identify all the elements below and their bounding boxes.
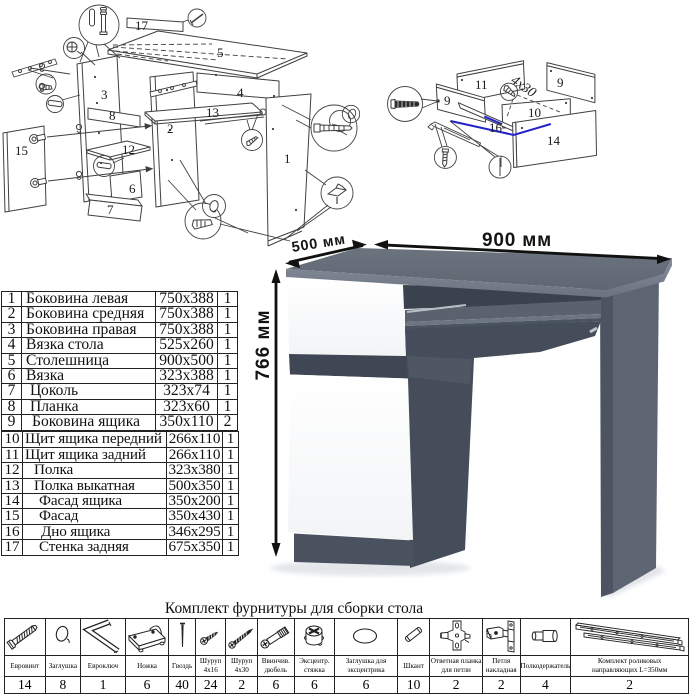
svg-text:2: 2 — [167, 121, 174, 136]
svg-text:9: 9 — [444, 93, 451, 108]
svg-text:1: 1 — [284, 151, 291, 166]
svg-text:3: 3 — [101, 87, 108, 102]
svg-text:900 мм: 900 мм — [482, 230, 552, 251]
svg-text:14: 14 — [547, 133, 561, 148]
svg-text:12: 12 — [122, 142, 135, 157]
svg-text:11: 11 — [475, 77, 488, 92]
svg-text:5: 5 — [217, 45, 224, 60]
svg-text:7: 7 — [107, 202, 114, 217]
svg-text:4x30: 4x30 — [508, 73, 539, 101]
svg-text:9: 9 — [557, 75, 564, 90]
svg-text:4: 4 — [237, 85, 244, 100]
svg-text:17: 17 — [135, 18, 149, 33]
svg-text:10: 10 — [528, 105, 541, 120]
svg-text:6: 6 — [129, 181, 136, 196]
svg-text:13: 13 — [206, 105, 219, 120]
svg-text:766 мм: 766 мм — [253, 309, 274, 380]
svg-text:8: 8 — [109, 108, 116, 123]
svg-text:15: 15 — [15, 143, 28, 158]
svg-text:16: 16 — [489, 120, 503, 135]
